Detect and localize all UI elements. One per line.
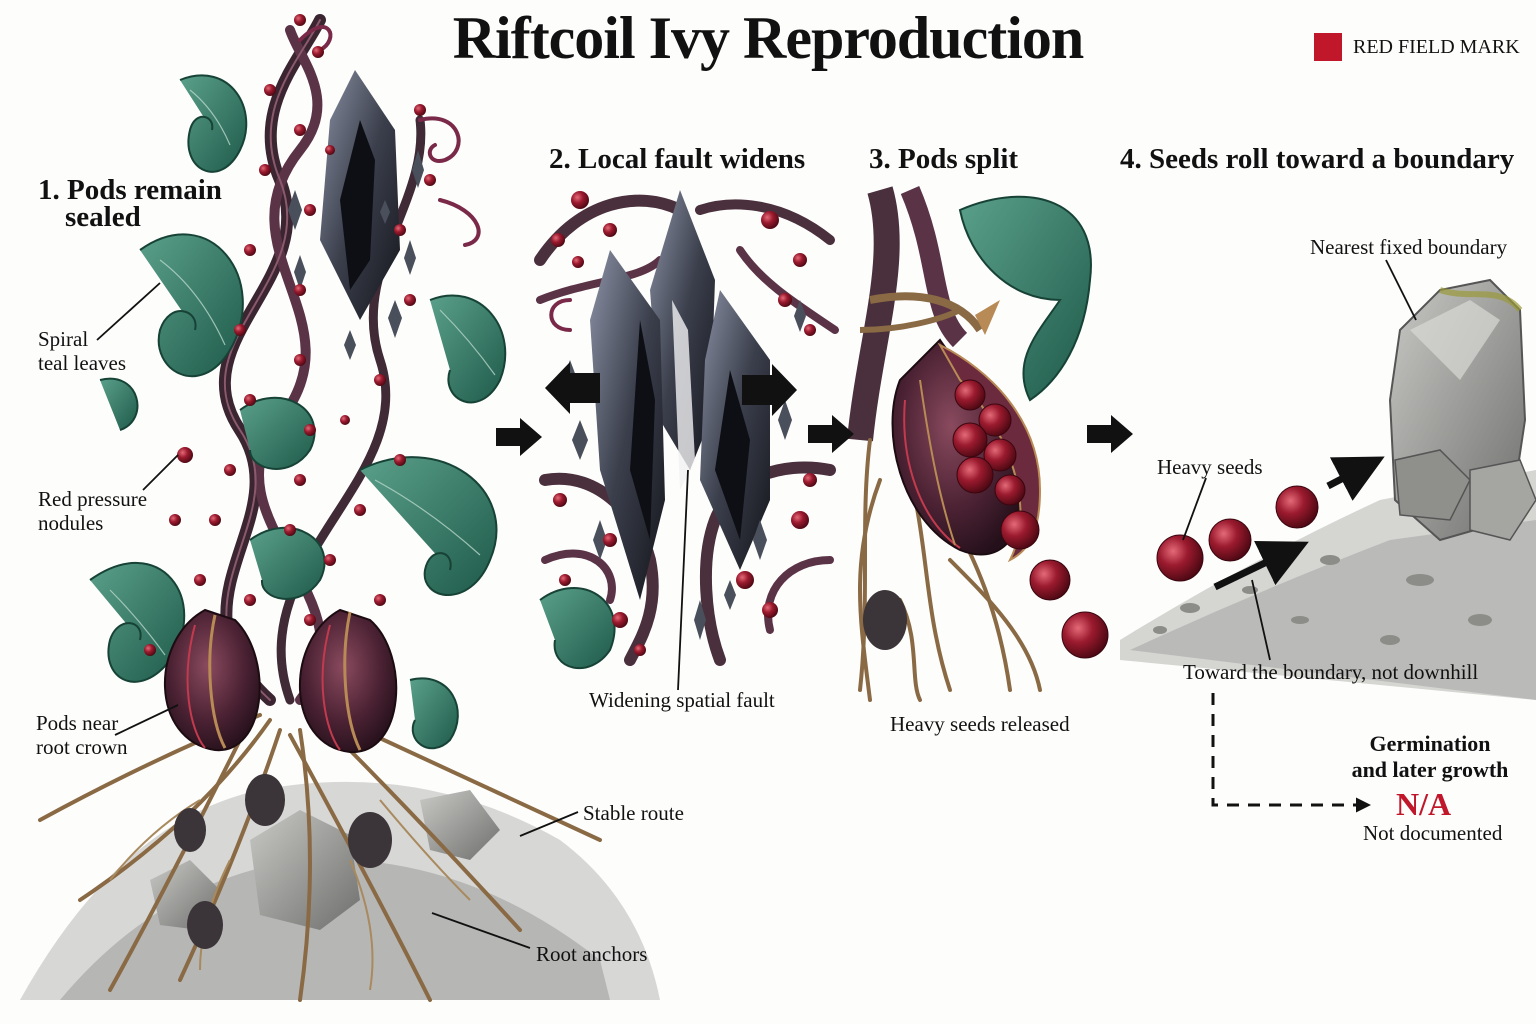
- outcome-heading: Germination and later growth: [1330, 731, 1530, 783]
- label-pods-near: Pods near root crown: [36, 711, 128, 759]
- label-widening-fault: Widening spatial fault: [589, 688, 775, 712]
- label-pods-near-line-1: Pods near: [36, 711, 119, 735]
- label-toward-boundary: Toward the boundary, not downhill: [1183, 660, 1479, 684]
- leader-lines: [96, 259, 1417, 949]
- flow-arrows: [496, 415, 1133, 456]
- label-stable-route: Stable route: [583, 801, 684, 825]
- label-heavy-released: Heavy seeds released: [890, 712, 1070, 736]
- label-red-nodules-line-2: nodules: [38, 511, 104, 535]
- outcome-heading-line-1: Germination: [1369, 731, 1491, 756]
- label-spiral-leaves-line-1: Spiral: [38, 327, 89, 351]
- label-pods-near-line-2: root crown: [36, 735, 128, 759]
- step-1-line-1: 1. Pods remain: [38, 174, 222, 206]
- label-red-nodules-line-1: Red pressure: [38, 487, 148, 511]
- step-1-line-2: sealed: [65, 201, 141, 233]
- legend-swatch: [1314, 33, 1342, 61]
- step-4-title: 4. Seeds roll toward a boundary: [1120, 143, 1515, 175]
- label-spiral-leaves: Spiral teal leaves: [38, 327, 126, 375]
- step-1-title: 1. Pods remain sealed: [38, 174, 222, 234]
- fault-panel: [534, 190, 839, 669]
- step-3-title: 3. Pods split: [869, 143, 1019, 175]
- outcome-note: Not documented: [1363, 821, 1503, 845]
- label-root-anchors: Root anchors: [536, 942, 648, 966]
- outcome-value: N/A: [1396, 786, 1452, 822]
- label-nearest-boundary: Nearest fixed boundary: [1310, 235, 1508, 259]
- pod-split-panel: [847, 186, 1109, 702]
- legend-label: RED FIELD MARK: [1353, 36, 1520, 58]
- label-heavy-seeds: Heavy seeds: [1157, 455, 1263, 479]
- label-spiral-leaves-line-2: teal leaves: [38, 351, 127, 375]
- slope-panel: [1120, 278, 1536, 813]
- vine-panel: [20, 14, 660, 1002]
- step-2-title: 2. Local fault widens: [549, 143, 806, 175]
- label-red-nodules: Red pressure nodules: [38, 487, 147, 535]
- outcome-heading-line-2: and later growth: [1351, 757, 1509, 782]
- page-title: Riftcoil Ivy Reproduction: [452, 5, 1085, 71]
